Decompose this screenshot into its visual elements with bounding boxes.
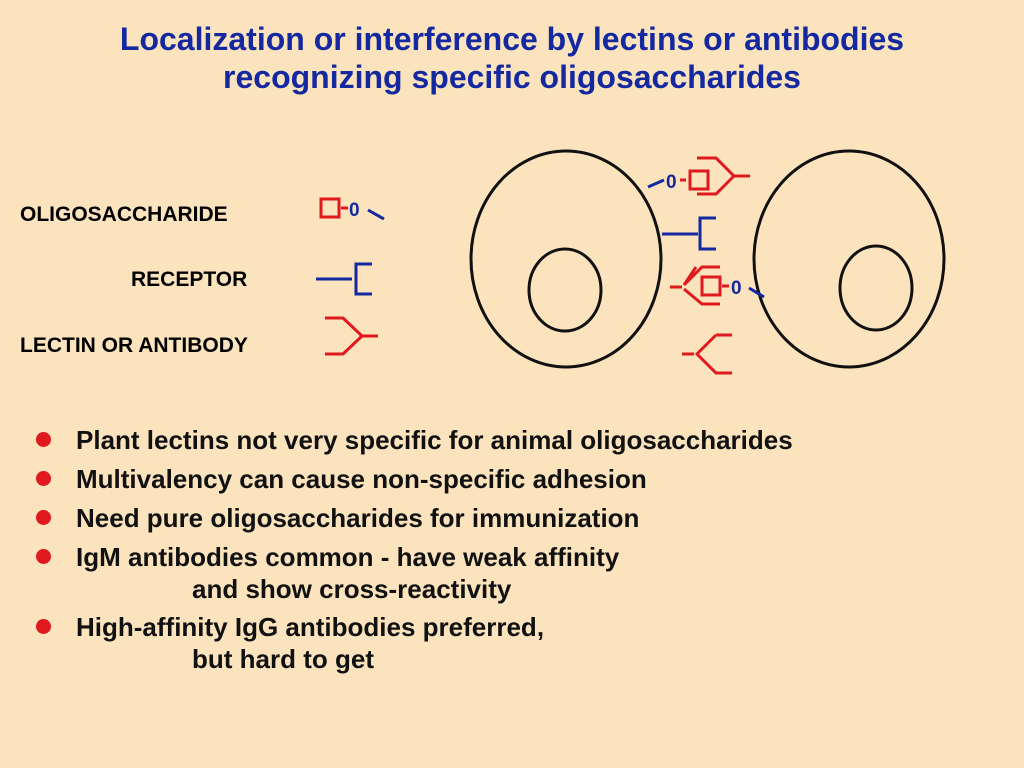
title-line-2: recognizing specific oligosaccharides	[223, 59, 801, 95]
bullet-text: Multivalency can cause non-specific adhe…	[76, 464, 647, 494]
bullet-continuation: but hard to get	[192, 644, 374, 674]
bullet-text: Plant lectins not very specific for anim…	[76, 425, 793, 455]
middle-receptor	[662, 216, 716, 251]
cell-diagram: 0 0 0	[316, 149, 946, 375]
left-cell-nucleus	[527, 247, 603, 333]
free-lectin	[682, 333, 732, 375]
bullet-text: High-affinity IgG antibodies preferred,	[76, 612, 545, 642]
bullet-dot-icon	[36, 510, 51, 525]
legend-oligosaccharide-label: OLIGOSACCHARIDE	[20, 203, 228, 226]
bullet-item: High-affinity IgG antibodies preferred, …	[36, 611, 793, 675]
top-oligosaccharide-lectin-complex: 0	[647, 156, 750, 196]
left-cell	[469, 149, 663, 369]
bullet-item: Multivalency can cause non-specific adhe…	[36, 463, 793, 495]
bullet-item: Plant lectins not very specific for anim…	[36, 424, 793, 456]
legend-receptor-label: RECEPTOR	[131, 268, 248, 291]
legend-oligosaccharide-icon: 0	[319, 197, 385, 221]
bullet-list: Plant lectins not very specific for anim…	[36, 424, 793, 682]
legend-o-glyph: 0	[349, 200, 360, 221]
title-line-1: Localization or interference by lectins …	[119, 21, 905, 57]
top-o-glyph: 0	[666, 172, 677, 193]
bullet-item: IgM antibodies common - have weak affini…	[36, 541, 793, 605]
legend-receptor-icon	[316, 262, 372, 296]
slide-title: Localization or interference by lectins …	[0, 20, 1024, 96]
bullet-text: Need pure oligosaccharides for immunizat…	[76, 503, 640, 533]
legend-lectin-label: LECTIN OR ANTIBODY	[20, 334, 248, 357]
right-o-glyph: 0	[731, 278, 742, 299]
bullet-dot-icon	[36, 471, 51, 486]
right-cell	[752, 149, 946, 369]
bullet-continuation: and show cross-reactivity	[192, 574, 512, 604]
bullet-dot-icon	[36, 619, 51, 634]
bullet-dot-icon	[36, 549, 51, 564]
bullet-item: Need pure oligosaccharides for immunizat…	[36, 502, 793, 534]
right-oligosaccharide-lectin-complex: 0	[670, 265, 765, 306]
bullet-text: IgM antibodies common - have weak affini…	[76, 542, 620, 572]
legend-lectin-icon	[325, 316, 378, 356]
right-cell-nucleus	[838, 244, 914, 332]
bullet-dot-icon	[36, 432, 51, 447]
